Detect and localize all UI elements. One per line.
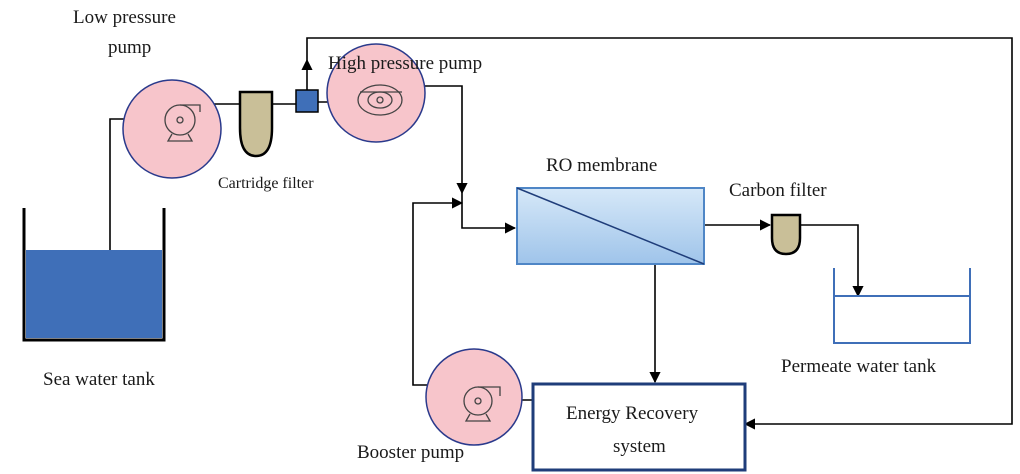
centrifugal-pump-icon bbox=[463, 386, 501, 422]
booster-pump-highlight bbox=[425, 348, 523, 446]
low-pressure-pump-label-line1: Low pressure bbox=[73, 7, 176, 28]
booster-pump bbox=[425, 348, 523, 446]
cartridge-filter-label: Cartridge filter bbox=[218, 175, 314, 192]
low-pressure-pump-highlight bbox=[122, 79, 222, 179]
valve-icon bbox=[295, 89, 319, 113]
sea-water bbox=[26, 250, 162, 338]
ro-membrane bbox=[516, 187, 705, 265]
pipe-carbon-filter-to-tank bbox=[800, 224, 864, 298]
permeate-tank-walls bbox=[833, 268, 971, 344]
energy-recovery-label-line2: system bbox=[613, 436, 666, 457]
high-pressure-pump-label: High pressure pump bbox=[328, 53, 482, 74]
permeate-water-tank bbox=[833, 268, 971, 344]
permeate-water-tank-label: Permeate water tank bbox=[781, 356, 937, 377]
ro-membrane-diagonal bbox=[516, 187, 705, 265]
pipe-top-recirculation-loop bbox=[306, 37, 1013, 430]
filter-cartridge-icon bbox=[238, 90, 274, 158]
sea-water-tank-label: Sea water tank bbox=[43, 369, 155, 390]
centrifugal-pump-icon bbox=[164, 104, 201, 142]
sea-water-tank-walls bbox=[22, 208, 166, 342]
valve bbox=[295, 89, 319, 113]
high-pressure-pump bbox=[326, 43, 426, 143]
carbon-filter bbox=[770, 213, 802, 256]
sea-water-tank bbox=[22, 208, 166, 342]
high-pressure-pump-icon bbox=[357, 84, 403, 116]
filter-cartridge-icon bbox=[770, 213, 802, 256]
energy-recovery-label-line1: Energy Recovery bbox=[566, 403, 699, 424]
labels: Low pressure pump High pressure pump Car… bbox=[43, 7, 937, 463]
low-pressure-pump-label-line2: pump bbox=[108, 37, 151, 58]
ro-membrane-label: RO membrane bbox=[546, 155, 657, 176]
low-pressure-pump bbox=[122, 79, 222, 179]
booster-pump-label: Booster pump bbox=[357, 442, 464, 463]
cartridge-filter bbox=[238, 90, 274, 158]
energy-recovery-box bbox=[531, 382, 747, 472]
carbon-filter-label: Carbon filter bbox=[729, 180, 827, 201]
energy-recovery-system bbox=[531, 382, 747, 472]
pipe-junction-to-membrane bbox=[461, 193, 517, 234]
